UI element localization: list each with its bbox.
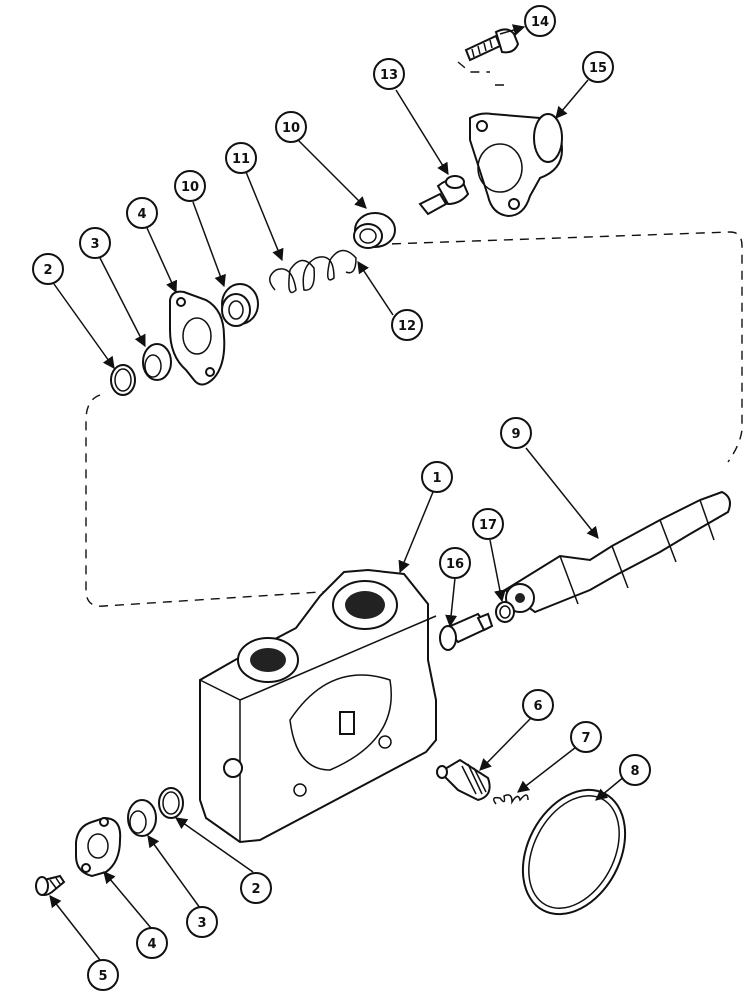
callout-12: 12: [391, 309, 423, 341]
bushing-part-lower: [221, 283, 259, 327]
callout-13-label: 13: [380, 68, 398, 83]
callout-7-label: 7: [581, 731, 590, 746]
leader-lines: [49, 24, 626, 961]
callout-13: 13: [373, 58, 405, 90]
callout-17: 17: [472, 508, 504, 540]
callout-3-lower-label: 3: [197, 916, 206, 931]
callout-3-upper-label: 3: [90, 237, 99, 252]
flange-plate-part-lower: [75, 816, 122, 878]
callout-14: 14: [524, 5, 556, 37]
check-plug-part: [439, 612, 494, 651]
ring-part-lower: [158, 787, 184, 819]
spring-part: [269, 249, 357, 294]
callout-15-label: 15: [589, 61, 607, 76]
callout-5: 5: [87, 959, 119, 991]
seal-part-upper: [142, 343, 172, 381]
valve-body-part: [199, 568, 437, 844]
callout-12-label: 12: [398, 319, 416, 334]
callout-4-upper-label: 4: [137, 207, 146, 222]
callout-14-label: 14: [531, 15, 549, 30]
callout-6: 6: [522, 689, 554, 721]
callout-9-label: 9: [511, 427, 520, 442]
callout-10-upper: 10: [275, 111, 307, 143]
callout-8-label: 8: [630, 764, 639, 779]
callout-4-lower: 4: [136, 927, 168, 959]
assembly-dashed-line-main: [85, 231, 743, 607]
callout-15: 15: [582, 51, 614, 83]
callout-2-lower-label: 2: [251, 882, 260, 897]
screw-part: [464, 28, 520, 62]
callout-3-lower: 3: [186, 906, 218, 938]
callout-2-lower: 2: [240, 872, 272, 904]
screw-part-lower: [35, 874, 66, 896]
callout-2-upper: 2: [32, 253, 64, 285]
callout-3-upper: 3: [79, 227, 111, 259]
callout-1: 1: [421, 461, 453, 493]
callout-6-label: 6: [533, 699, 542, 714]
callout-4-upper: 4: [126, 197, 158, 229]
end-cover-part: [469, 112, 564, 218]
callout-9: 9: [500, 417, 532, 449]
ring-part-upper: [110, 364, 136, 396]
callout-1-label: 1: [432, 471, 441, 486]
callout-16: 16: [439, 547, 471, 579]
poppet-part: [436, 758, 491, 802]
callout-17-label: 17: [479, 518, 497, 533]
stud-part: [418, 175, 470, 216]
callout-5-label: 5: [98, 969, 107, 984]
seal-part-lower: [127, 799, 157, 837]
o-ring-part-small: [495, 601, 515, 623]
callout-10-lower-label: 10: [181, 180, 199, 195]
small-spring-part: [493, 794, 529, 805]
assembly-dashed-line-top: [457, 61, 505, 86]
callout-4-lower-label: 4: [147, 937, 156, 952]
callout-11: 11: [225, 142, 257, 174]
callout-7: 7: [570, 721, 602, 753]
callout-2-upper-label: 2: [43, 263, 52, 278]
callout-11-label: 11: [232, 152, 250, 167]
callout-16-label: 16: [446, 557, 464, 572]
spool-part: [503, 490, 731, 614]
flange-plate-part-upper: [169, 290, 226, 386]
callout-8: 8: [619, 754, 651, 786]
callout-10-upper-label: 10: [282, 121, 300, 136]
bushing-part-upper: [353, 212, 396, 249]
callout-10-lower: 10: [174, 170, 206, 202]
